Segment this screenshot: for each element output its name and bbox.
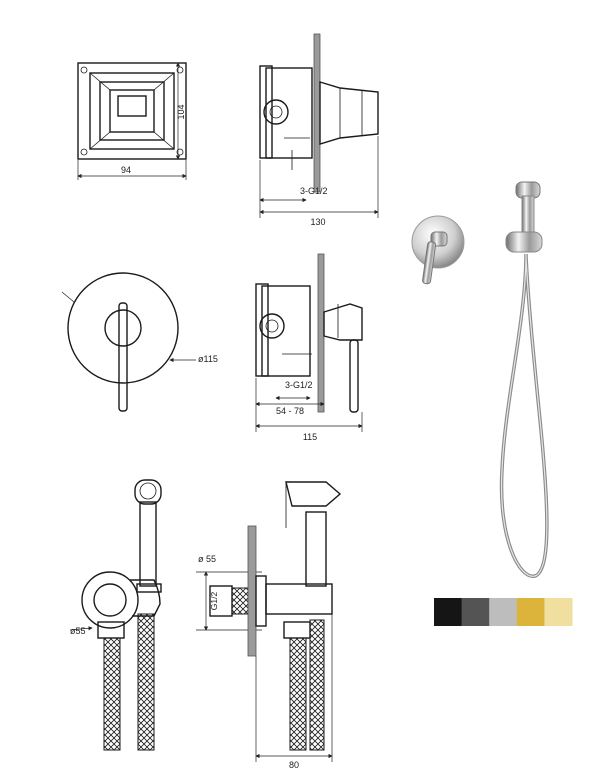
product-photo xyxy=(411,181,549,578)
finish-swatch-champagne xyxy=(544,598,573,626)
outlet-depth-label: 80 xyxy=(289,760,299,769)
mounting-box-side-view: 3-G1/2 130 xyxy=(259,33,379,227)
side-depth-label: 130 xyxy=(310,217,325,227)
cover-plate-front-view: ø115 xyxy=(61,272,218,412)
finish-swatch-chrome xyxy=(489,598,518,626)
box-width-label: 94 xyxy=(121,165,131,175)
mounting-box-front-view: 94 104 xyxy=(77,62,187,180)
side-thread-label: 3-G1/2 xyxy=(300,186,328,196)
bidet-set-side-view: ø 55 G1/2 80 xyxy=(196,481,342,770)
bidet-set-front-view: ø55 xyxy=(69,479,162,751)
finish-swatch-gunmetal xyxy=(461,598,490,626)
flange-thread-label: G1/2 xyxy=(209,592,219,611)
flange-diameter-label: ø 55 xyxy=(198,554,216,564)
finish-swatch-black xyxy=(434,598,463,626)
mid-depth-label: 115 xyxy=(303,432,317,442)
plate-diameter-label: ø115 xyxy=(198,354,218,364)
mid-thread-label: 3-G1/2 xyxy=(285,380,313,390)
mid-range-label: 54 - 78 xyxy=(276,406,304,416)
box-height-label: 104 xyxy=(176,104,186,119)
finish-swatch-strip xyxy=(434,598,573,626)
finish-swatch-gold xyxy=(516,598,545,626)
elbow-diameter-label: ø55 xyxy=(70,626,86,636)
mixer-side-view: 3-G1/2 54 - 78 115 xyxy=(255,253,363,442)
